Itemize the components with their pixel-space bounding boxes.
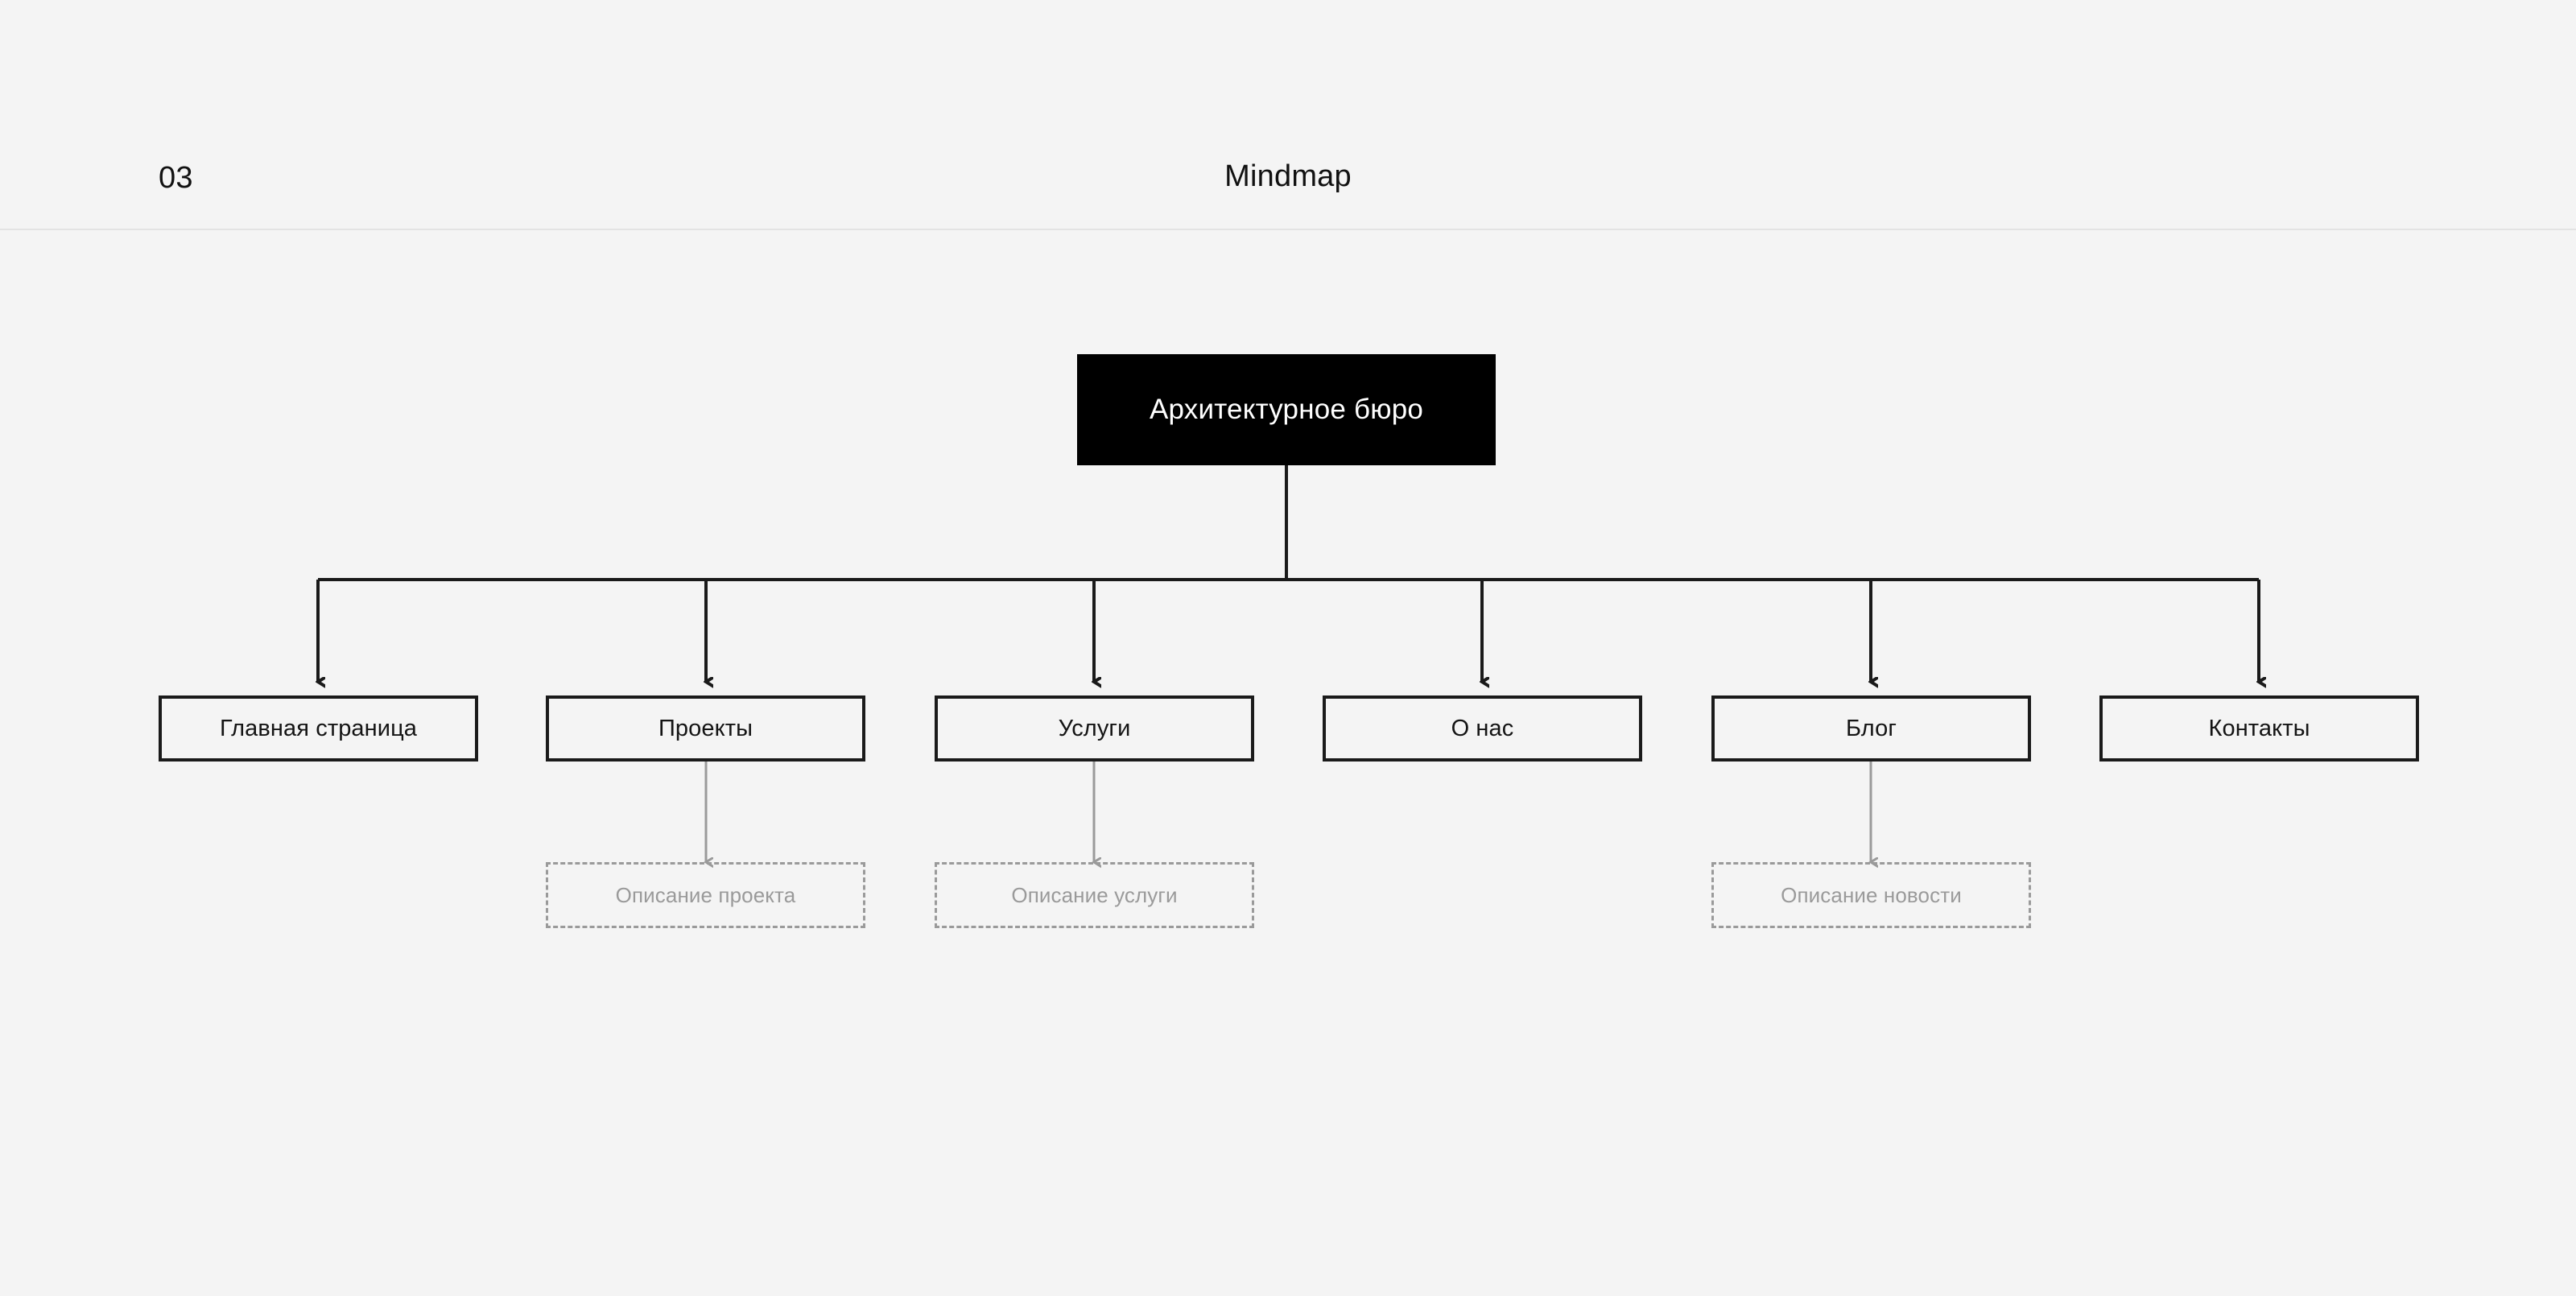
- placeholder-label: Описание услуги: [1011, 882, 1178, 907]
- node-label: Услуги: [1058, 715, 1131, 741]
- node-contacts[interactable]: Контакты: [2099, 695, 2419, 762]
- node-label: Блог: [1845, 715, 1897, 741]
- node-about[interactable]: О нас: [1323, 695, 1642, 762]
- node-root-label: Архитектурное бюро: [1149, 394, 1424, 425]
- page-number: 03: [159, 161, 193, 195]
- node-root[interactable]: Архитектурное бюро: [1077, 354, 1496, 465]
- node-label: Главная страница: [219, 715, 418, 741]
- node-blog[interactable]: Блог: [1711, 695, 2031, 762]
- placeholder-label: Описание новости: [1781, 882, 1962, 907]
- placeholder-project-description[interactable]: Описание проекта: [546, 862, 865, 928]
- page-title: Mindmap: [1224, 159, 1352, 193]
- node-label: О нас: [1451, 715, 1514, 741]
- node-projects[interactable]: Проекты: [546, 695, 865, 762]
- placeholder-label: Описание проекта: [615, 882, 796, 907]
- placeholder-news-description[interactable]: Описание новости: [1711, 862, 2031, 928]
- page-header: 03 Mindmap: [0, 0, 2576, 230]
- node-main-page[interactable]: Главная страница: [159, 695, 478, 762]
- node-label: Контакты: [2208, 715, 2310, 741]
- mindmap-canvas: Архитектурное бюро Главная страница Прое…: [0, 230, 2576, 1296]
- node-label: Проекты: [658, 715, 753, 741]
- node-services[interactable]: Услуги: [935, 695, 1254, 762]
- placeholder-service-description[interactable]: Описание услуги: [935, 862, 1254, 928]
